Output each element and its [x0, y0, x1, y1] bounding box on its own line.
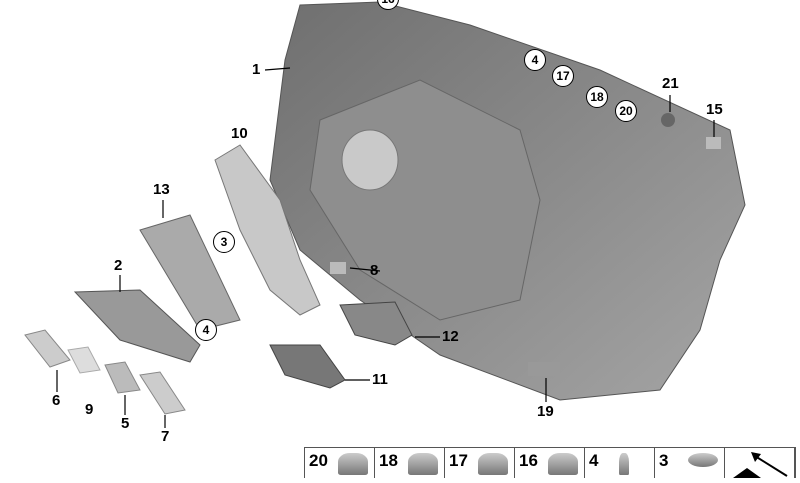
callout-1: 1 [252, 61, 261, 78]
part-6 [24, 329, 71, 368]
circled-20: 20 [615, 100, 637, 122]
clip-icon [338, 453, 368, 475]
callout-7: 7 [161, 428, 170, 445]
part-19 [528, 362, 560, 376]
washer-nut-icon [688, 453, 718, 467]
part-5 [104, 361, 141, 394]
grab-handle [214, 144, 321, 316]
grommet-icon [408, 453, 438, 475]
circled-18: 18 [586, 86, 608, 108]
legend-cell-20: 20 [305, 448, 375, 478]
switch-12 [339, 301, 413, 346]
part-8 [330, 262, 346, 274]
legend-cell-3: 3 [655, 448, 725, 478]
part-15 [706, 137, 721, 149]
clip-21 [661, 113, 675, 127]
part-7 [139, 371, 186, 415]
rivet-icon [478, 453, 508, 475]
callout-11: 11 [372, 371, 388, 388]
legend-cell-4: 4 [585, 448, 655, 478]
callout-6: 6 [52, 392, 61, 409]
callout-8: 8 [370, 262, 379, 279]
speaker-grille [139, 214, 241, 331]
callout-5: 5 [121, 415, 130, 432]
parts-illustration [24, 1, 746, 428]
part-9 [67, 346, 101, 374]
callout-15: 15 [706, 101, 723, 118]
callout-21: 21 [662, 75, 679, 92]
hardware-legend-strip: 20 18 17 16 4 3 [304, 447, 796, 478]
circled-17: 17 [552, 65, 574, 87]
legend-cell-arrow [725, 448, 795, 478]
circled-4-lower: 4 [195, 319, 217, 341]
arrow-icon [733, 452, 788, 478]
circled-3: 3 [213, 231, 235, 253]
callout-13: 13 [153, 181, 170, 198]
callout-10: 10 [231, 125, 248, 142]
speaker-opening [341, 129, 399, 191]
switch-panel [73, 289, 201, 363]
legend-cell-17: 17 [445, 448, 515, 478]
switch-11 [269, 344, 346, 389]
callout-9: 9 [85, 401, 94, 418]
legend-cell-18: 18 [375, 448, 445, 478]
legend-cell-16: 16 [515, 448, 585, 478]
screw-icon [619, 453, 629, 475]
circled-4: 4 [524, 49, 546, 71]
callout-2: 2 [114, 257, 123, 274]
callout-19: 19 [537, 403, 554, 420]
callout-12: 12 [442, 328, 459, 345]
bracket-icon [548, 453, 578, 475]
